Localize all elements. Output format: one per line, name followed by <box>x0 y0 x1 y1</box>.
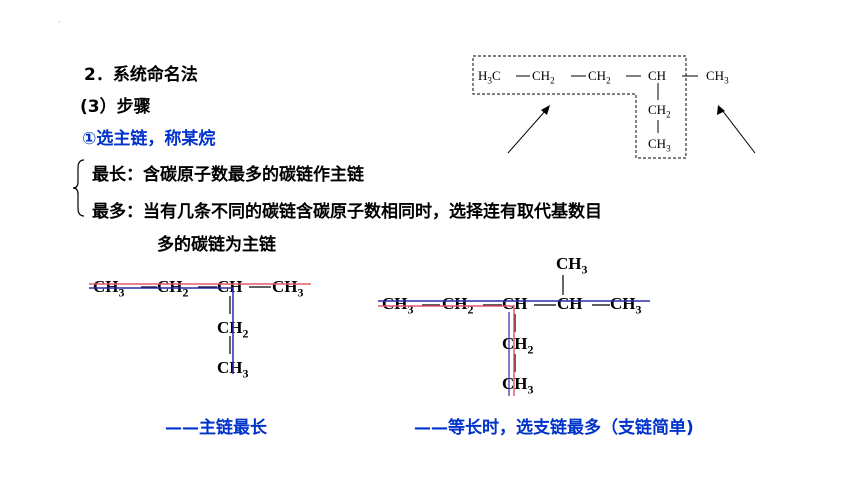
rule-longest: 最长：含碳原子数最多的碳链作主链 <box>92 165 364 185</box>
arrows-diagram <box>507 105 756 154</box>
arrow-right-icon <box>717 105 725 115</box>
top-formula-diagram <box>472 55 698 159</box>
ex1-c2: CH2 <box>157 277 189 300</box>
ex2-c2: CH2 <box>442 294 474 317</box>
decor-dot: · <box>58 18 61 27</box>
top-formula-branch-1: CH2 <box>648 102 671 120</box>
ex1-b1: CH2 <box>217 318 249 341</box>
top-formula-group-1: H3C <box>478 68 501 86</box>
ex2-c3: CH <box>502 294 528 313</box>
rule-most-line2: 多的碳链为主链 <box>157 235 276 255</box>
ex1-b2: CH3 <box>217 358 249 381</box>
top-formula-group-4: CH <box>648 68 667 83</box>
ex2-c4: CH <box>557 294 583 313</box>
top-formula-group-3: CH2 <box>588 68 611 86</box>
top-formula-group-2: CH2 <box>532 68 555 86</box>
rule-most-line1: 最多：当有几条不同的碳链含碳原子数相同时，选择连有取代基数目 <box>92 202 602 222</box>
ex1-c1: CH3 <box>93 277 125 300</box>
ex2-caption: ——等长时，选支链最多（支链简单) <box>414 418 694 438</box>
step-heading: (3）步骤 <box>80 97 151 117</box>
arrow-left-icon <box>541 105 550 115</box>
ex2-c5: CH3 <box>610 294 642 317</box>
ex1-chain-lines <box>89 283 311 374</box>
ex2-chain-lines <box>378 275 650 396</box>
section-title: 2．系统命名法 <box>84 65 198 85</box>
ex1-caption: ——主链最长 <box>165 418 267 438</box>
top-formula-branch-2: CH3 <box>648 136 671 154</box>
top-formula-group-5: CH3 <box>706 68 729 86</box>
sub-step-heading: ①选主链，称某烷 <box>82 129 216 149</box>
ex1-c4: CH3 <box>272 277 304 300</box>
ex1-c3: CH <box>217 277 243 296</box>
ex2-c1: CH3 <box>382 294 414 317</box>
ex2-top: CH3 <box>556 254 588 277</box>
brace-icon <box>72 159 85 217</box>
